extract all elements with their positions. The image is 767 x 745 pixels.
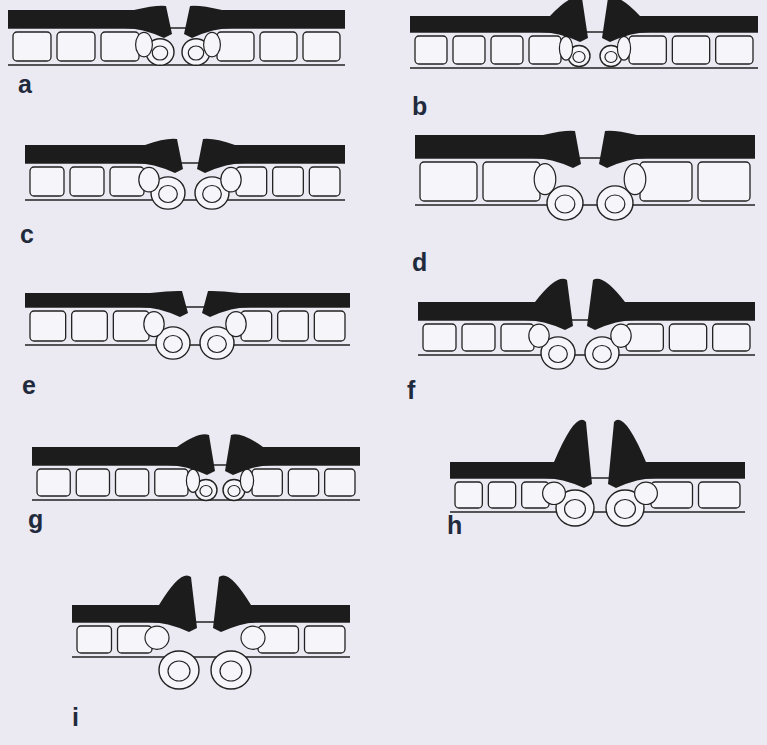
cuticle (225, 434, 360, 475)
stoma-section (32, 434, 360, 500)
panel-letter: b (412, 94, 427, 119)
cuticle (602, 0, 758, 42)
cuticle (418, 279, 573, 330)
stoma-section (25, 291, 350, 359)
cuticle (32, 434, 215, 475)
panel-letter: i (72, 705, 79, 730)
cuticle (184, 6, 345, 38)
cuticle (599, 131, 755, 168)
panel-letter: e (22, 373, 36, 398)
stoma-section (418, 279, 755, 369)
cuticle (410, 0, 588, 42)
cuticle (202, 291, 350, 317)
cuticle (8, 6, 172, 38)
panel-letter: d (412, 250, 427, 275)
stoma-section (450, 420, 745, 526)
stoma-section (8, 6, 345, 66)
cuticle (72, 575, 197, 632)
panel-letter: g (28, 507, 43, 532)
stoma-section (410, 0, 758, 68)
panel-letter: f (407, 378, 415, 403)
cuticle (25, 139, 183, 173)
cuticle (587, 279, 755, 330)
panel-letter: a (18, 72, 32, 97)
stoma-section (25, 139, 345, 209)
cuticle (213, 575, 350, 632)
stoma-section (415, 131, 755, 220)
panel-letter: c (20, 222, 34, 247)
cuticle (608, 420, 745, 488)
cuticle (450, 420, 592, 488)
panel-letter: h (447, 513, 462, 538)
cuticle (25, 291, 188, 317)
stoma-section (72, 575, 350, 689)
cuticle (415, 131, 581, 168)
cuticle (197, 139, 345, 173)
